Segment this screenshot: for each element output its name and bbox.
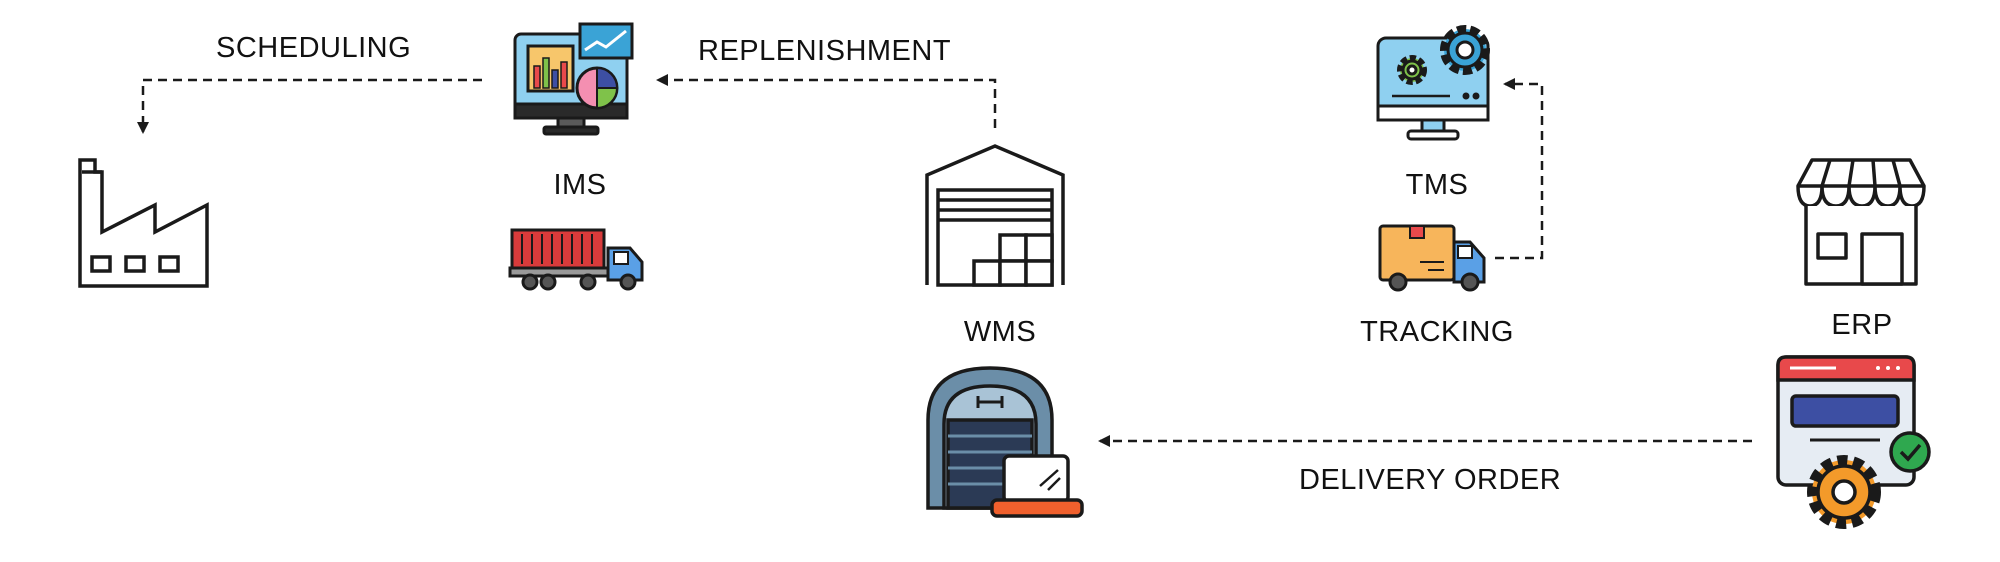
tms-label: TMS [1405, 169, 1469, 201]
tracking-label: TRACKING [1360, 316, 1514, 348]
scheduling-arrow [137, 78, 482, 134]
replenishment-label: REPLENISHMENT [698, 35, 952, 67]
gear-blue [1440, 25, 1490, 75]
replenishment-arrow [656, 74, 997, 128]
scheduling-label: SCHEDULING [216, 32, 412, 64]
delivery-truck-icon [1378, 224, 1486, 292]
erp-window-gear-icon [1776, 355, 1931, 529]
store-icon [1796, 158, 1926, 286]
check-badge [1889, 431, 1931, 473]
gear-orange [1807, 455, 1881, 529]
ims-label: IMS [553, 169, 607, 201]
erp-label: ERP [1831, 309, 1893, 341]
container-truck-icon [508, 228, 644, 291]
gear-monitor-icon [1376, 25, 1490, 141]
delivery-order-label: DELIVERY ORDER [1299, 464, 1562, 496]
factory-icon [78, 158, 209, 288]
warehouse-system-icon [926, 366, 1084, 518]
wms-label: WMS [963, 316, 1037, 348]
gear-green [1397, 55, 1427, 85]
tracking-arrow [1495, 78, 1544, 260]
warehouse-icon [925, 144, 1065, 287]
analytics-monitor-icon [513, 22, 634, 136]
